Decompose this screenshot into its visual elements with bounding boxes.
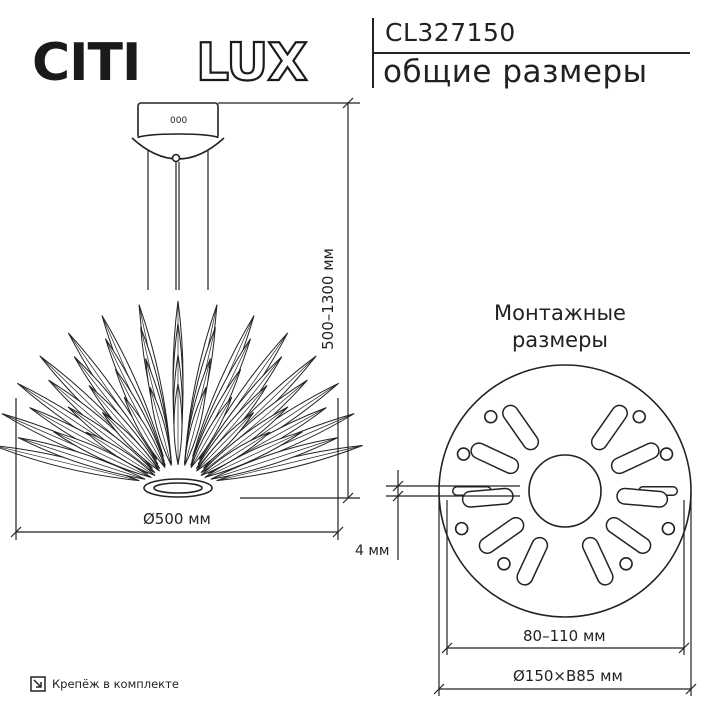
feather-rib <box>196 412 254 472</box>
slot-fill <box>503 406 538 449</box>
brand-citi: CITI <box>32 33 140 93</box>
feather-rib <box>210 437 339 480</box>
footer-text: Крепёж в комплекте <box>52 677 179 691</box>
hole-spacing-dimension <box>441 500 690 655</box>
slot-gap-label: 4 мм <box>355 543 390 559</box>
feather-rib <box>85 431 156 476</box>
slot-gap-dimension <box>386 470 520 560</box>
page-subtitle: общие размеры <box>383 54 648 90</box>
feather-rib <box>102 412 160 472</box>
slot-fill <box>592 406 627 449</box>
footer: Крепёж в комплекте <box>30 676 179 692</box>
mounting-slots <box>452 404 678 586</box>
mount-hole <box>619 556 633 571</box>
feather-rib <box>149 387 172 466</box>
mount-hole <box>483 409 498 424</box>
title-divider-horizontal <box>372 52 690 54</box>
feather-rib <box>123 396 166 468</box>
brand-logo: CITI LUX <box>32 32 310 94</box>
mount-kit-icon <box>30 676 46 692</box>
slot-fill <box>463 489 513 507</box>
feather-rib <box>184 387 207 466</box>
slot-fill <box>480 518 523 553</box>
feather-shade <box>0 300 363 482</box>
diameter-label: Ø500 мм <box>140 510 214 528</box>
hole-spacing-label: 80–110 мм <box>520 627 609 645</box>
mounting-title: Монтажные размеры <box>494 301 626 352</box>
feather-rib <box>200 431 271 476</box>
mount-hole <box>659 447 674 461</box>
feather-rib <box>17 437 146 480</box>
feather-rib <box>0 446 140 482</box>
feather-rib <box>67 406 156 473</box>
slot-fill <box>607 518 650 553</box>
ceiling-canopy <box>131 102 225 163</box>
slot-fill <box>517 538 547 585</box>
mount-hole <box>454 521 469 536</box>
feather-rib <box>200 406 289 473</box>
model-code: CL327150 <box>385 18 516 47</box>
mount-hole <box>661 521 676 536</box>
diameter-dimension <box>10 398 344 540</box>
canopy-marking: 000 <box>170 116 187 126</box>
mount-hole <box>632 409 647 424</box>
mount-hole <box>497 556 511 571</box>
feather-rib <box>53 431 152 478</box>
slot-fill <box>471 443 518 473</box>
slot-fill <box>617 489 667 507</box>
feather-rib <box>190 396 233 468</box>
height-dimension <box>218 97 360 504</box>
suspension-wires <box>147 150 209 290</box>
height-label: 500–1300 мм <box>319 244 337 354</box>
bottom-ring <box>143 478 213 498</box>
base-diameter-label: Ø150×B85 мм <box>510 667 626 685</box>
base-diameter-dimension <box>433 491 697 696</box>
mount-hole <box>456 447 471 461</box>
feather-rib <box>204 431 303 478</box>
slot-fill <box>612 443 659 473</box>
mounting-plate <box>438 364 692 618</box>
brand-lux: LUX <box>196 33 308 93</box>
slot-fill <box>583 538 613 585</box>
